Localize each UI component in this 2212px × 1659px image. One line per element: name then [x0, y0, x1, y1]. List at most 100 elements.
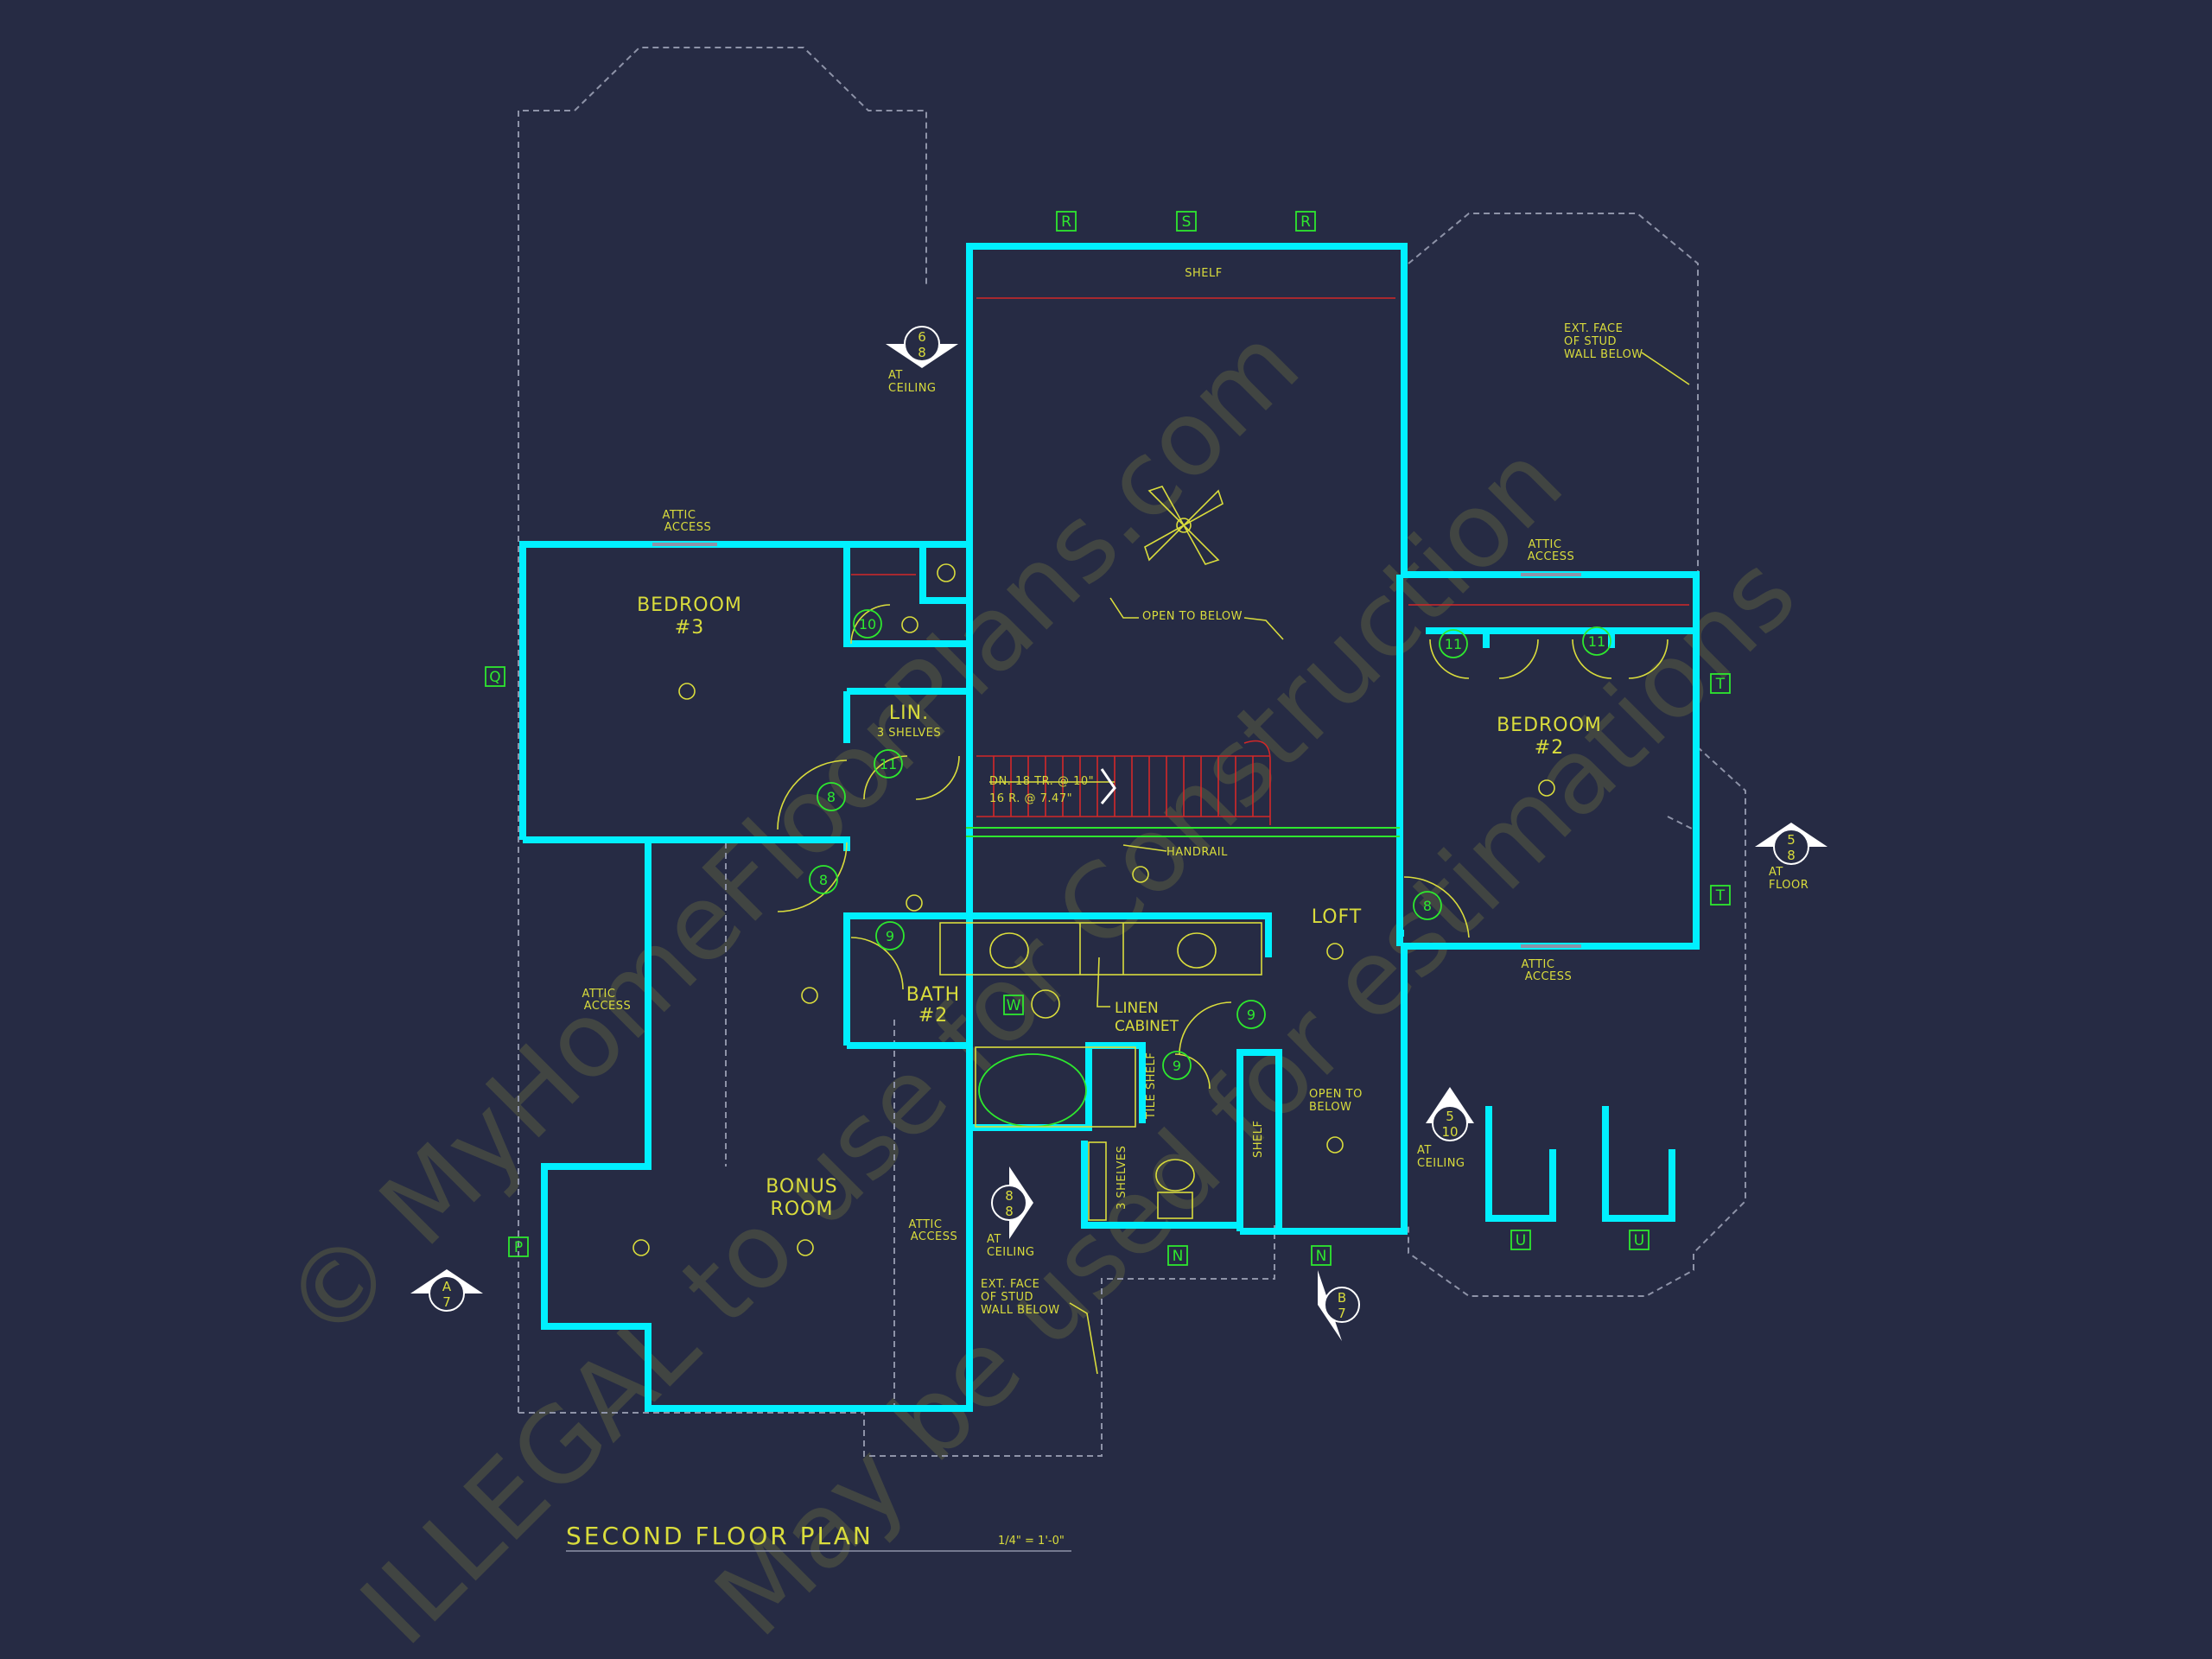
svg-text:OPEN TO BELOW: OPEN TO BELOW [1142, 610, 1243, 623]
svg-text:DN. 18 TR. @ 10": DN. 18 TR. @ 10" [989, 775, 1094, 788]
svg-text:5: 5 [1787, 832, 1796, 848]
svg-text:7: 7 [442, 1294, 451, 1310]
svg-text:ACCESS: ACCESS [1528, 550, 1575, 563]
room-labels: BEDROOM #3 BEDROOM #2 BONUS ROOM BATH #2… [637, 594, 1602, 1220]
section-marker-6-8: 6 8 [886, 326, 958, 368]
svg-text:T: T [1715, 887, 1726, 905]
lower-floor-outline [518, 47, 1746, 1457]
window-tag-u1: U [1510, 1230, 1531, 1250]
svg-text:6: 6 [918, 329, 926, 345]
svg-text:WALL BELOW: WALL BELOW [981, 1304, 1060, 1317]
svg-text:11: 11 [1445, 636, 1462, 652]
window-tag-q: Q [485, 666, 505, 687]
svg-text:SHELF: SHELF [1185, 267, 1222, 280]
svg-text:11: 11 [880, 756, 897, 772]
door-swings [777, 604, 1669, 1090]
svg-text:8: 8 [1423, 898, 1432, 914]
stair-and-fixtures [851, 297, 1689, 1221]
door-tags: 10 11 11 11 8 8 8 9 9 9 [809, 609, 1611, 1080]
drawing-title: SECOND FLOOR PLAN [566, 1522, 874, 1550]
label-bath-2-num: #2 [918, 1005, 948, 1027]
section-marker-a-7: A 7 [410, 1269, 483, 1312]
svg-text:5: 5 [1446, 1109, 1454, 1124]
svg-text:N: N [1173, 1248, 1184, 1265]
window-tag-n1: N [1167, 1245, 1188, 1266]
door-tag-11a: 11 [874, 749, 903, 779]
svg-text:EXT. FACE: EXT. FACE [981, 1278, 1039, 1291]
svg-text:WALL BELOW: WALL BELOW [1564, 348, 1643, 361]
svg-text:P: P [514, 1239, 523, 1256]
window-tag-u2: U [1629, 1230, 1649, 1250]
door-tag-11c: 11 [1582, 626, 1611, 656]
svg-text:8: 8 [1005, 1188, 1014, 1204]
svg-text:U: U [1516, 1232, 1526, 1249]
svg-text:ACCESS: ACCESS [1525, 970, 1573, 983]
label-cabinet: CABINET [1115, 1018, 1179, 1035]
svg-text:ATTIC: ATTIC [1529, 538, 1562, 551]
svg-text:8: 8 [918, 345, 926, 360]
svg-text:A: A [442, 1279, 452, 1294]
svg-text:S: S [1182, 213, 1192, 231]
door-tag-8b: 8 [809, 865, 838, 894]
door-tag-9b: 9 [1236, 1000, 1266, 1029]
svg-text:ACCESS: ACCESS [664, 521, 712, 534]
label-bedroom-3-num: #3 [675, 617, 704, 639]
light-fixtures [632, 616, 1555, 1256]
door-tag-8a: 8 [817, 782, 846, 811]
svg-text:HANDRAIL: HANDRAIL [1166, 846, 1228, 859]
svg-text:11: 11 [1588, 633, 1605, 650]
window-tag-n2: N [1311, 1245, 1332, 1266]
window-tag-p: P [508, 1236, 529, 1257]
svg-text:10: 10 [859, 616, 876, 632]
title-block: SECOND FLOOR PLAN 1/4" = 1'-0" [566, 1522, 1071, 1552]
svg-text:T: T [1715, 676, 1726, 693]
svg-text:CEILING: CEILING [987, 1246, 1035, 1259]
door-tag-9c: 9 [1162, 1051, 1192, 1080]
section-marker-5-10: 5 10 [1426, 1087, 1474, 1141]
svg-text:B: B [1338, 1290, 1346, 1306]
label-bonus-room: ROOM [771, 1198, 834, 1220]
label-linen: LINEN [1115, 1000, 1159, 1017]
svg-text:3 SHELVES: 3 SHELVES [1116, 1146, 1128, 1210]
svg-text:9: 9 [886, 928, 894, 944]
svg-text:SHELF: SHELF [1252, 1121, 1265, 1158]
svg-text:9: 9 [1247, 1007, 1255, 1023]
window-tag-t2: T [1710, 885, 1731, 906]
svg-text:AT: AT [987, 1233, 1001, 1246]
svg-text:8: 8 [1005, 1204, 1014, 1219]
label-bath-2: BATH [906, 984, 960, 1006]
svg-text:7: 7 [1338, 1306, 1346, 1321]
svg-text:R: R [1300, 213, 1311, 231]
svg-text:ACCESS: ACCESS [911, 1230, 958, 1243]
svg-text:OF STUD: OF STUD [1564, 335, 1617, 348]
window-tag-r1: R [1056, 211, 1077, 232]
svg-text:ATTIC: ATTIC [909, 1218, 943, 1231]
svg-text:ATTIC: ATTIC [582, 988, 616, 1001]
svg-text:16 R. @ 7.47": 16 R. @ 7.47" [989, 792, 1072, 805]
label-bedroom-2: BEDROOM [1497, 715, 1602, 736]
label-bonus: BONUS [766, 1176, 838, 1198]
section-markers: 6 8 5 8 8 8 5 10 A 7 [410, 326, 1827, 1341]
section-marker-5-8: 5 8 [1755, 823, 1827, 865]
section-marker-b-7: B 7 [1318, 1270, 1360, 1341]
svg-text:ACCESS: ACCESS [584, 1000, 632, 1013]
door-tag-9a: 9 [875, 921, 905, 950]
svg-text:AT: AT [1417, 1144, 1432, 1157]
label-lin-shelves: 3 SHELVES [877, 727, 941, 740]
label-loft: LOFT [1312, 906, 1363, 928]
window-tag-w: W [1003, 995, 1024, 1015]
door-tag-11b: 11 [1439, 629, 1468, 658]
window-tag-s: S [1176, 211, 1197, 232]
svg-text:OF STUD: OF STUD [981, 1291, 1033, 1304]
svg-text:8: 8 [827, 789, 836, 805]
svg-text:N: N [1316, 1248, 1327, 1265]
svg-text:TILE SHELF: TILE SHELF [1145, 1052, 1158, 1120]
svg-text:R: R [1061, 213, 1071, 231]
label-bedroom-2-num: #2 [1535, 737, 1564, 759]
svg-text:EXT. FACE: EXT. FACE [1564, 322, 1623, 335]
svg-text:U: U [1634, 1232, 1644, 1249]
notes: ATTIC ACCESS ATTIC ACCESS ATTIC ACCESS A… [582, 267, 1808, 1375]
svg-text:OPEN TO: OPEN TO [1309, 1088, 1363, 1101]
drawing-scale: 1/4" = 1'-0" [998, 1535, 1065, 1548]
